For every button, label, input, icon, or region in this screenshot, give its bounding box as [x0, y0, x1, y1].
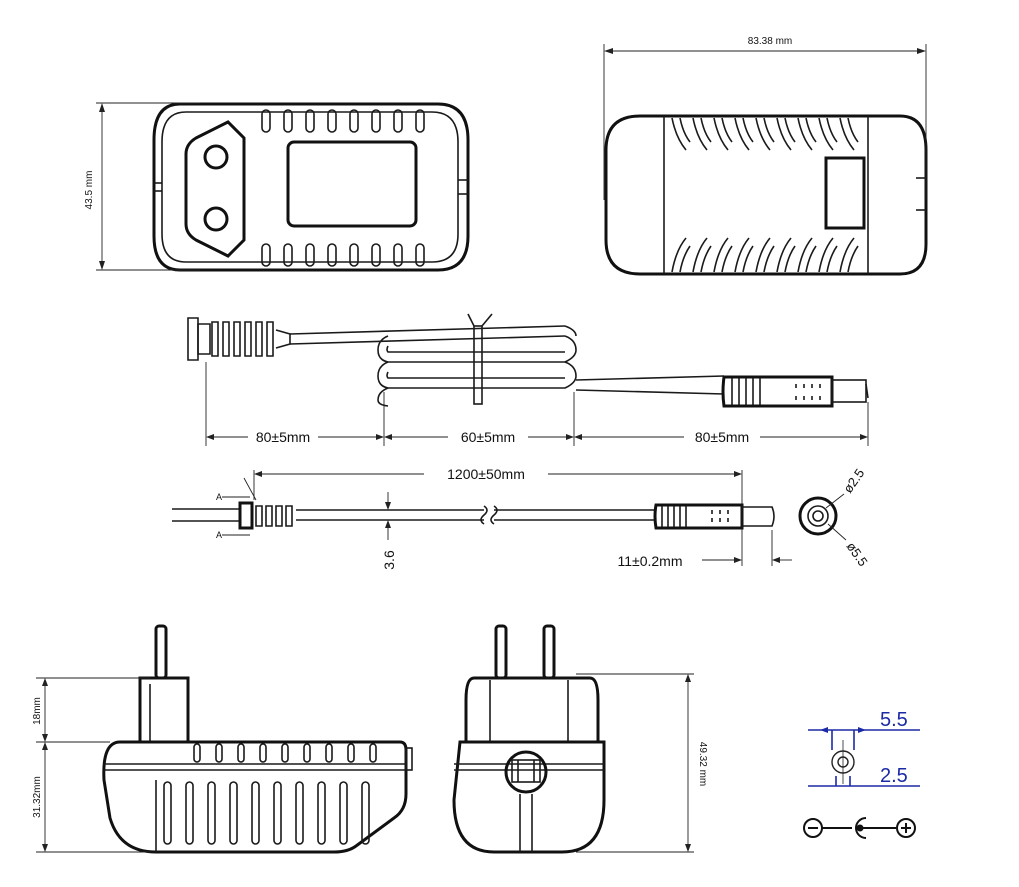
dim-cable-label: 1200±50mm — [447, 466, 525, 482]
vent-slot — [163, 781, 172, 845]
vent-slot — [259, 743, 267, 763]
outline-segment — [671, 237, 691, 273]
vent-slot — [393, 243, 403, 267]
dim-cable-dia-label: 3.6 — [381, 550, 397, 570]
vent-slot — [305, 109, 315, 133]
vent-slot — [207, 781, 216, 845]
outline-segment — [818, 237, 838, 273]
outline-segment — [713, 237, 733, 273]
coiled-cable-view — [187, 313, 869, 408]
outline-segment — [734, 117, 754, 151]
outline-segment — [797, 117, 817, 151]
dim-seg3-label: 80±5mm — [695, 429, 749, 445]
dim-total-height-label: 49.32 mm — [697, 742, 708, 786]
dim-inner-dia-label: ø2.5 — [840, 466, 867, 496]
outline-segment — [818, 117, 838, 151]
outline-segment — [755, 237, 775, 273]
dim-coil-segments: 80±5mm 60±5mm 80±5mm — [205, 362, 869, 446]
outline-segment — [776, 237, 796, 273]
vent-slot — [305, 243, 315, 267]
dim-cable-length: 1200±50mm — [253, 466, 743, 566]
vent-slot — [339, 781, 348, 845]
outline-segment — [713, 117, 733, 151]
outline-segment — [255, 505, 263, 527]
dim-width-label: 83.38 mm — [748, 36, 792, 47]
outline-segment — [776, 117, 796, 151]
polarity-inner-label: 2.5 — [880, 765, 908, 787]
vent-slot — [393, 109, 403, 133]
dim-total-height: 49.32 mm — [576, 673, 708, 853]
dim-body-depth-label: 31.32mm — [32, 776, 43, 818]
outline-segment — [222, 321, 230, 357]
end-view — [452, 624, 606, 854]
section-label-bottom: A — [216, 530, 222, 540]
vent-slot — [251, 781, 260, 845]
front-view — [152, 102, 470, 272]
positive-terminal-icon — [896, 818, 916, 838]
outline-segment — [266, 321, 274, 357]
vent-slot — [229, 781, 238, 845]
outline-segment — [797, 237, 817, 273]
vent-slot — [325, 743, 333, 763]
vent-slot — [369, 743, 377, 763]
outline-segment — [244, 321, 252, 357]
outline-segment — [734, 237, 754, 273]
vent-slot — [261, 109, 271, 133]
outline-segment — [255, 321, 263, 357]
dim-cable-diameter: 3.6 — [381, 492, 397, 570]
dim-seg1-label: 80±5mm — [256, 429, 310, 445]
center-positive-connector-icon — [855, 817, 867, 839]
vent-slot — [185, 781, 194, 845]
vent-slot — [295, 781, 304, 845]
vent-slot — [283, 243, 293, 267]
vent-slot — [371, 243, 381, 267]
vent-slot — [349, 109, 359, 133]
dim-seg2-label: 60±5mm — [461, 429, 515, 445]
dim-side-heights: 18mm 31.32mm — [32, 677, 150, 853]
vent-slot — [415, 243, 425, 267]
vent-slot — [347, 743, 355, 763]
outline-segment — [839, 237, 859, 273]
outline-segment — [839, 117, 859, 151]
dim-pin-height-label: 18mm — [32, 697, 43, 725]
dim-height-label: 43.5 mm — [84, 171, 95, 210]
vent-slot — [317, 781, 326, 845]
outline-segment — [275, 505, 283, 527]
vent-slot — [193, 743, 201, 763]
dim-width-83-38: 83.38 mm — [603, 36, 927, 200]
outline-segment — [285, 505, 293, 527]
vent-slot — [327, 109, 337, 133]
dim-height-43-5: 43.5 mm — [84, 102, 200, 271]
section-label-top: A — [216, 492, 222, 502]
outline-segment — [692, 237, 712, 273]
outline-segment — [211, 321, 219, 357]
dim-plug-length: 11±0.2mm — [617, 530, 792, 569]
back-view — [604, 114, 928, 276]
vent-slot — [327, 243, 337, 267]
vent-slot — [273, 781, 282, 845]
dim-plug-len-label: 11±0.2mm — [617, 553, 682, 569]
vent-slot — [415, 109, 425, 133]
outline-segment — [233, 321, 241, 357]
vent-slot — [283, 109, 293, 133]
polarity-outer-label: 5.5 — [880, 709, 908, 731]
vent-slot — [215, 743, 223, 763]
dim-outer-dia-label: ø5.5 — [844, 539, 871, 569]
vent-slot — [237, 743, 245, 763]
vent-slot — [261, 243, 271, 267]
outline-segment — [755, 117, 775, 151]
vent-slot — [303, 743, 311, 763]
outline-segment — [671, 117, 691, 151]
polarity-diagram: 5.5 2.5 — [803, 709, 920, 839]
vent-slot — [349, 243, 359, 267]
dim-end-diameters: ø2.5 ø5.5 — [840, 466, 871, 569]
outline-segment — [692, 117, 712, 151]
vent-slot — [361, 781, 370, 845]
vent-slot — [281, 743, 289, 763]
straight-cable-view: A A — [172, 477, 847, 541]
vent-slot — [371, 109, 381, 133]
side-view — [102, 624, 413, 854]
outline-segment — [265, 505, 273, 527]
